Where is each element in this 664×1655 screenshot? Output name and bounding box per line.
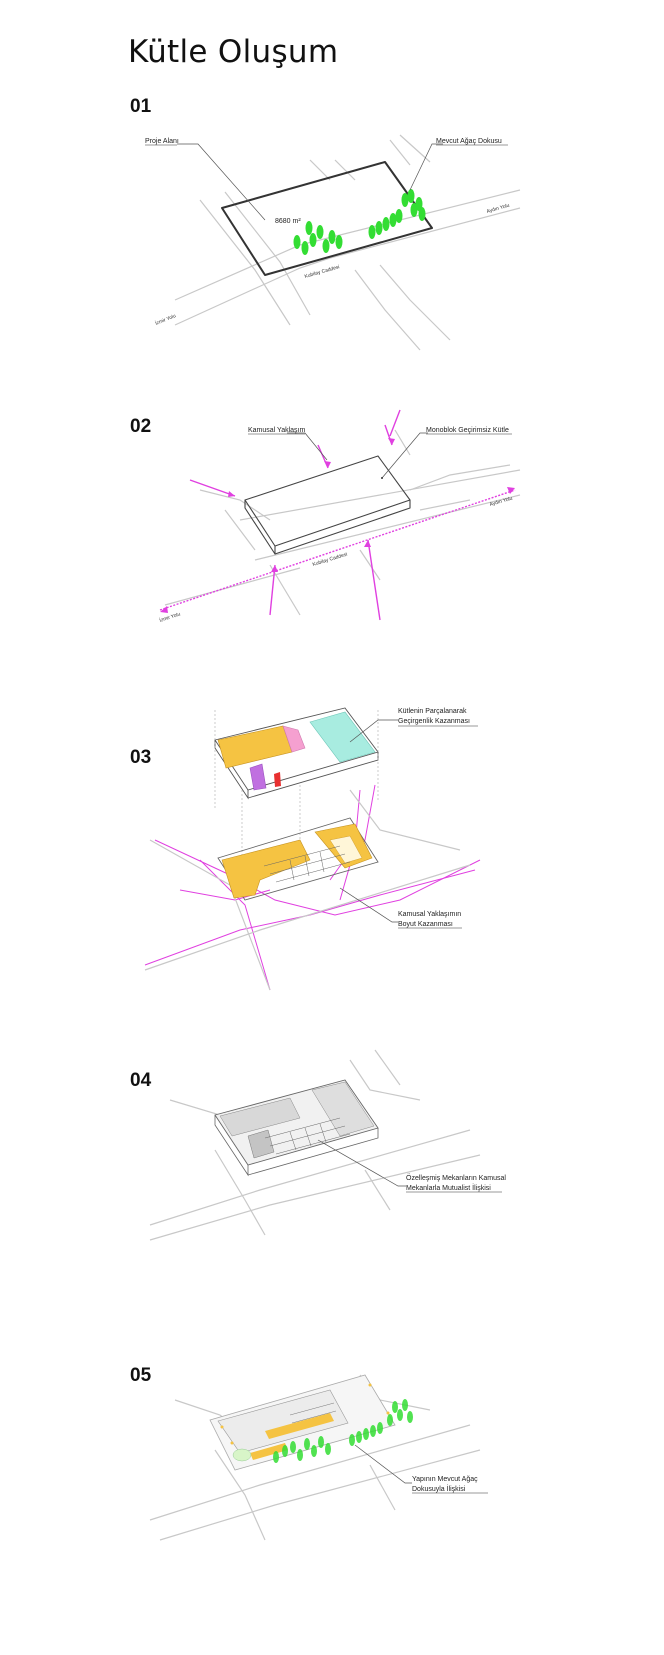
step-number-03: 03 bbox=[130, 747, 152, 768]
diagram-02: Kamusal Yaklaşım Monoblok Geçirimsiz Küt… bbox=[158, 409, 521, 624]
ground-plan bbox=[217, 817, 379, 901]
step-number-01: 01 bbox=[130, 96, 152, 117]
page-title: Kütle Oluşum bbox=[128, 34, 339, 70]
label-area-value: 8680 m² bbox=[275, 218, 301, 225]
road-network bbox=[164, 429, 521, 616]
label-project-area: Proje Alanı bbox=[145, 138, 179, 145]
label-street-main: Kubilay Caddesi bbox=[304, 264, 340, 280]
label-dimension-line2: Boyut Kazanması bbox=[398, 921, 453, 928]
diagram-01: Proje Alanı 8680 m² Mevcut Ağaç Dokusu K… bbox=[145, 134, 521, 351]
road-network bbox=[149, 1049, 481, 1241]
fragmented-mass bbox=[214, 707, 379, 800]
label-mass: Monoblok Geçirimsiz Kütle bbox=[426, 427, 509, 434]
label-street-main: Kubilay Caddesi bbox=[312, 552, 348, 568]
monoblock-mass bbox=[244, 455, 411, 555]
label-road-left: İzmir Yolu bbox=[158, 610, 181, 623]
label-tree-rel-line1: Yapının Mevcut Ağaç bbox=[412, 1476, 478, 1483]
ground-roads bbox=[144, 789, 471, 991]
label-tree-rel-line2: Dokusuyla İlişkisi bbox=[412, 1484, 466, 1493]
label-mutual-line1: Özelleşmiş Mekanların Kamusal bbox=[406, 1174, 506, 1182]
diagram-05: Yapının Mevcut Ağaç Dokusuyla İlişkisi bbox=[149, 1374, 488, 1541]
road-network bbox=[174, 134, 521, 351]
site-plan bbox=[209, 1374, 396, 1471]
tree-group bbox=[273, 1399, 413, 1463]
step-number-05: 05 bbox=[130, 1365, 152, 1386]
label-road-left: İzmir Yolu bbox=[154, 312, 177, 327]
diagram-04: Özelleşmiş Mekanların Kamusal Mekanlarla… bbox=[149, 1049, 506, 1241]
project-boundary bbox=[221, 161, 433, 276]
label-fragment-line1: Kütlenin Parçalanarak bbox=[398, 708, 467, 715]
tree-group bbox=[293, 189, 426, 255]
public-approach-arrows bbox=[159, 409, 516, 621]
label-fragment-line2: Geçirgenlik Kazanması bbox=[398, 718, 470, 725]
label-tree-texture: Mevcut Ağaç Dokusu bbox=[436, 138, 502, 145]
step-number-04: 04 bbox=[130, 1070, 152, 1091]
label-dimension-line1: Kamusal Yaklaşımın bbox=[398, 911, 461, 918]
diagram-03: Kütlenin Parçalanarak Geçirgenlik Kazanm… bbox=[144, 707, 481, 991]
building-volume bbox=[214, 1079, 379, 1177]
public-paths bbox=[144, 784, 481, 991]
step-number-02: 02 bbox=[130, 416, 152, 437]
label-public-approach: Kamusal Yaklaşım bbox=[248, 427, 305, 434]
label-road-right: Aydın Yolu bbox=[486, 203, 510, 215]
label-mutual-line2: Mekanlarla Mutualist İlişkisi bbox=[406, 1183, 491, 1192]
